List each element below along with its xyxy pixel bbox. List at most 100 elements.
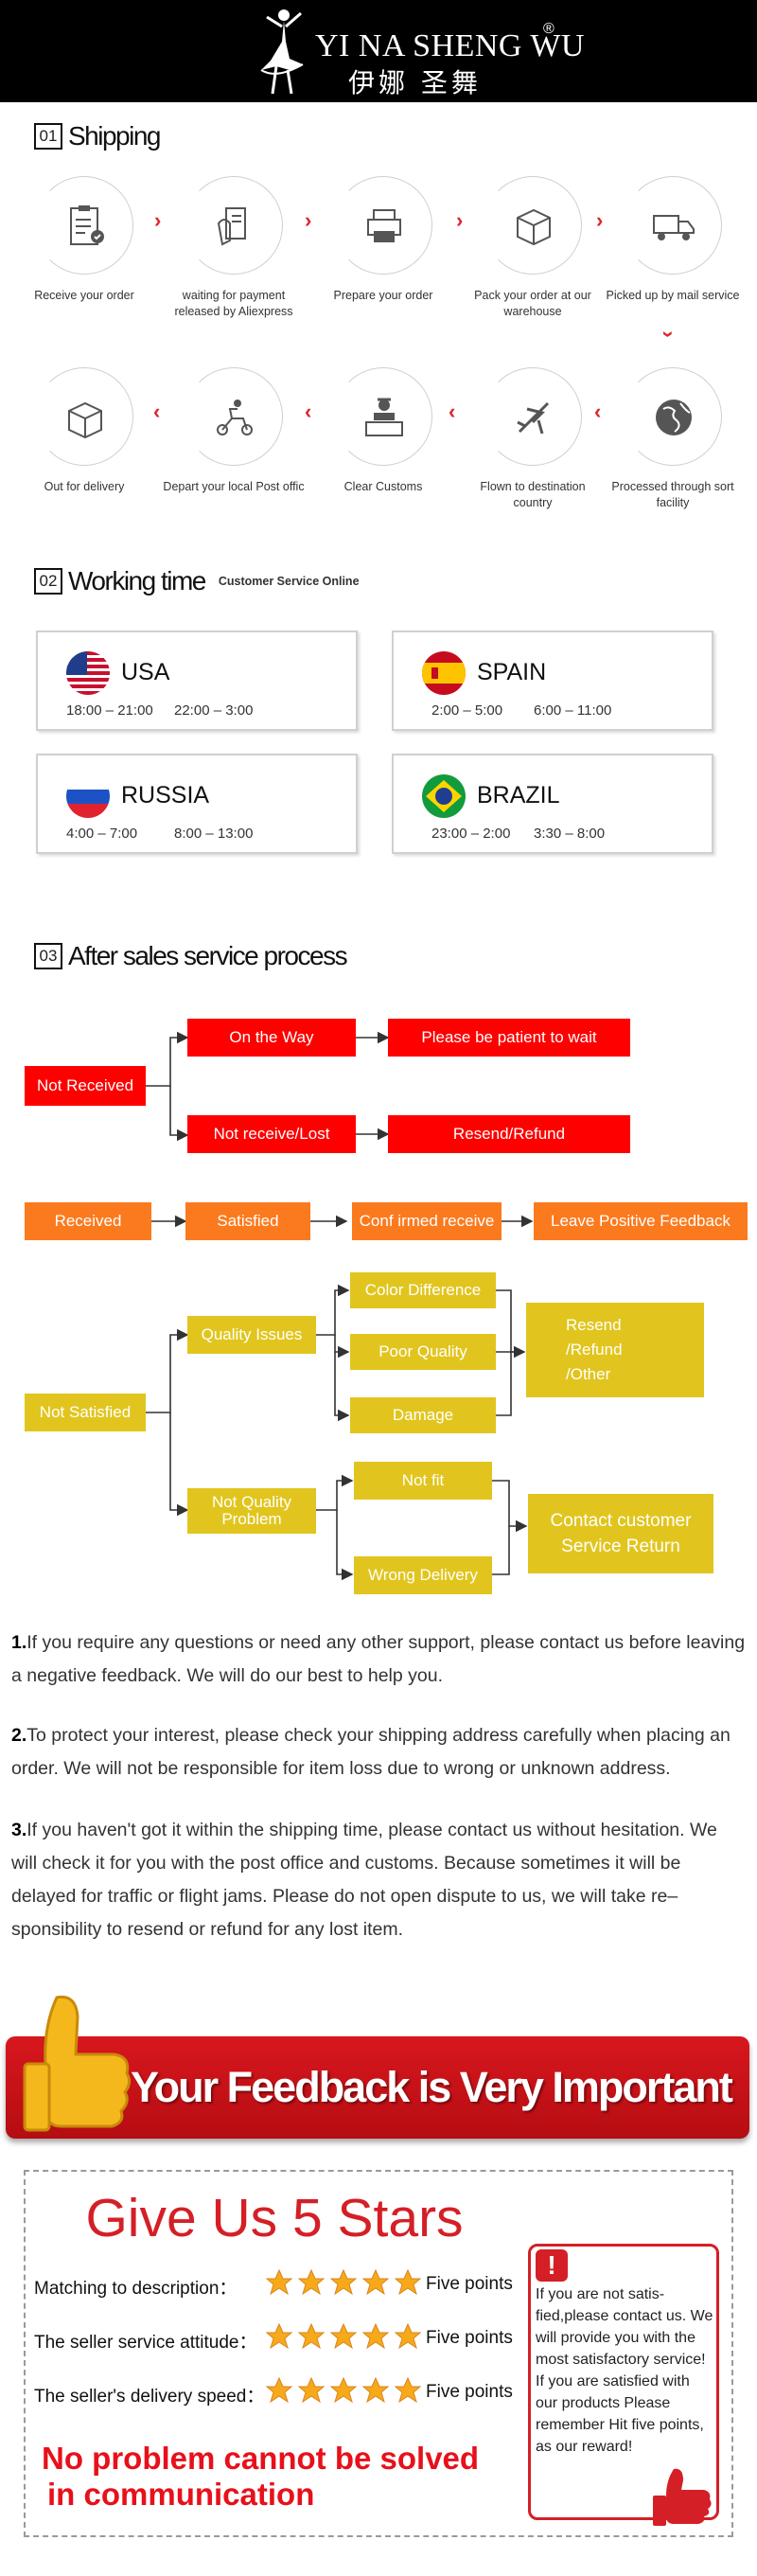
brand-header: YI NA SHENG WU ® 伊娜 圣舞 [0, 0, 757, 102]
damage-box: Damage [350, 1397, 496, 1433]
section-title: Shipping [68, 121, 161, 151]
truck-icon [653, 215, 695, 240]
slogan-line-1: No problem cannot be solved [42, 2441, 480, 2476]
leave-feedback-box: Leave Positive Feedback [534, 1202, 748, 1240]
globe-icon [656, 400, 692, 435]
tip-text: If you are not satis-fied,please contact… [536, 2286, 713, 2455]
star-icon [394, 2376, 422, 2404]
chevron-right-icon: › [154, 208, 162, 232]
not-receive-lost-box: Not receive/Lost [187, 1115, 356, 1153]
rating-points-attitude: Five points [426, 2328, 513, 2348]
chevron-left-icon: ‹ [594, 400, 602, 423]
brand-name-cn: 伊娜 圣舞 [348, 67, 482, 98]
star-icon [361, 2376, 390, 2404]
star-icon [297, 2322, 326, 2350]
star-icon [361, 2322, 390, 2350]
step-waiting-payment: waiting for payment released by Aliexpre… [163, 176, 305, 320]
spain-flag-icon [422, 651, 466, 695]
step-customs: Clear Customs [312, 367, 454, 495]
star-icon [297, 2376, 326, 2404]
russia-flag-icon [66, 774, 110, 818]
star-icon [329, 2322, 358, 2350]
slogan-line-2: in communication [47, 2477, 315, 2512]
chevron-right-icon: › [456, 208, 464, 232]
airplane-icon [517, 401, 550, 435]
star-icon [265, 2268, 293, 2296]
rating-points-delivery: Five points [426, 2382, 513, 2402]
poor-quality-box: Poor Quality [350, 1334, 496, 1370]
tip-box [528, 2244, 719, 2520]
contact-service-box: Contact customer Service Return [528, 1494, 713, 1573]
star-icon [394, 2268, 422, 2296]
exclamation-icon: ! [536, 2249, 568, 2282]
chevron-left-icon: ‹ [305, 400, 312, 423]
section-subtitle: Customer Service Online [218, 575, 360, 588]
printer-icon [367, 209, 401, 242]
stars-title: Give Us 5 Stars [85, 2188, 464, 2248]
after-sales-heading: 03 After sales service process [34, 941, 348, 971]
section-number: 01 [34, 123, 62, 150]
step-depart-post: Depart your local Post offic [163, 367, 305, 495]
section-number: 02 [34, 568, 62, 595]
rating-label-delivery: The seller's delivery speed： [34, 2387, 265, 2407]
step-prepare-order: Prepare your order [312, 176, 454, 304]
note-1: 1.If you require any questions or need a… [11, 1632, 746, 1686]
on-the-way-box: On the Way [187, 1019, 356, 1057]
star-icon [265, 2376, 293, 2404]
chevron-right-icon: › [305, 208, 312, 232]
rating-points-description: Five points [426, 2274, 513, 2294]
country-card-brazil: BRAZIL 23:00 – 2:00 3:30 – 8:00 [392, 754, 713, 854]
thumbs-up-icon [23, 1995, 132, 2132]
thumbs-up-small-icon [653, 2468, 712, 2526]
not-quality-problem-box: Not Quality Problem [187, 1488, 316, 1534]
brand-name-en: YI NA SHENG WU [315, 28, 585, 63]
step-picked-up: Picked up by mail service [602, 176, 744, 304]
section-title: Working time [68, 566, 206, 595]
received-box: Received [25, 1202, 151, 1240]
star-icon [297, 2268, 326, 2296]
step-flown: Flown to destination country [462, 367, 604, 511]
confirmed-receive-box: Conf irmed receive [352, 1202, 502, 1240]
not-satisfied-box: Not Satisfied [25, 1394, 146, 1431]
rating-stars-delivery [265, 2376, 422, 2405]
country-card-usa: USA 18:00 – 21:00 22:00 – 3:00 [36, 631, 358, 731]
section-title: After sales service process [68, 941, 348, 970]
feedback-banner: Your Feedback is Very Important [6, 2036, 749, 2139]
clipboard-icon [70, 205, 104, 245]
star-icon [265, 2322, 293, 2350]
rating-stars-attitude [265, 2322, 422, 2351]
step-sort-facility: Processed through sort facility [602, 367, 744, 511]
shipping-heading: 01 Shipping [34, 121, 161, 151]
rating-stars-description [265, 2268, 422, 2297]
quality-issues-box: Quality Issues [187, 1316, 316, 1354]
star-icon [394, 2322, 422, 2350]
chevron-right-icon: › [596, 208, 604, 232]
feedback-banner-text: Your Feedback is Very Important [131, 2063, 733, 2111]
section-number: 03 [34, 943, 62, 969]
not-received-box: Not Received [25, 1066, 146, 1106]
resend-options-box: Resend /Refund /Other [526, 1303, 704, 1397]
star-icon [329, 2376, 358, 2404]
brazil-flag-icon [422, 774, 466, 818]
rating-label-description: Matching to description： [34, 2279, 238, 2299]
step-out-for-delivery: Out for delivery [13, 367, 155, 495]
usa-flag-icon [66, 651, 110, 695]
box-icon [517, 208, 551, 246]
working-time-heading: 02 Working time Customer Service Online [34, 566, 360, 596]
customs-officer-icon [365, 398, 403, 436]
open-box-icon [68, 401, 102, 439]
step-pack-order: Pack your order at our warehouse [462, 176, 604, 320]
star-icon [329, 2268, 358, 2296]
country-card-russia: RUSSIA 4:00 – 7:00 8:00 – 13:00 [36, 754, 358, 854]
chevron-left-icon: ‹ [153, 400, 161, 423]
rating-label-attitude: The seller service attitude： [34, 2333, 257, 2353]
registered-mark: ® [543, 21, 555, 37]
satisfied-box: Satisfied [185, 1202, 310, 1240]
chevron-left-icon: ‹ [449, 400, 456, 423]
patient-box: Please be patient to wait [388, 1019, 630, 1057]
scooter-icon [217, 400, 253, 435]
resend-refund-box: Resend/Refund [388, 1115, 630, 1153]
note-3: 3.If you haven't got it within the shipp… [11, 1820, 717, 1940]
star-icon [361, 2268, 390, 2296]
color-difference-box: Color Difference [350, 1272, 496, 1308]
